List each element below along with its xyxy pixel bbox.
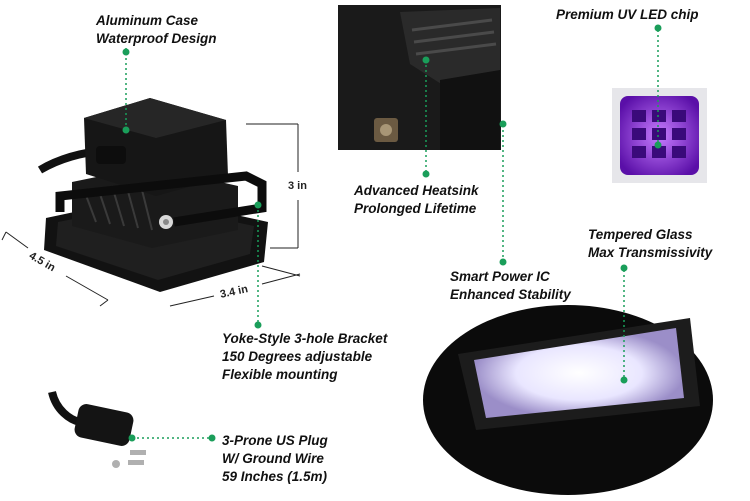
plug-line1: 3-Prone US Plug (222, 433, 328, 448)
bracket-label: Yoke-Style 3-hole Bracket 150 Degrees ad… (222, 330, 387, 384)
dimension-height: 3 in (288, 180, 307, 192)
smart-power-line2: Enhanced Stability (450, 287, 571, 302)
tempered-glass-line1: Tempered Glass (588, 227, 693, 242)
aluminum-case-line1: Aluminum Case (96, 13, 199, 28)
plug-line3: 59 Inches (1.5m) (222, 469, 328, 484)
bracket-line3: Flexible mounting (222, 367, 338, 382)
bracket-line2: 150 Degrees adjustable (222, 349, 373, 364)
uv-chip (612, 88, 707, 183)
premium-chip-line1: Premium UV LED chip (556, 7, 699, 22)
premium-chip-label: Premium UV LED chip (556, 6, 699, 24)
leader-lines (125, 25, 659, 439)
plug-label: 3-Prone US Plug W/ Ground Wire 59 Inches… (222, 432, 328, 486)
heatsink-closeup (338, 5, 501, 150)
aluminum-case-label: Aluminum Case Waterproof Design (96, 12, 217, 48)
us-plug (48, 390, 146, 468)
dimension-lines (1, 123, 301, 307)
leader-dots (122, 24, 662, 442)
heatsink-label: Advanced Heatsink Prolonged Lifetime (354, 182, 479, 218)
tempered-glass-closeup (423, 305, 713, 495)
smart-power-label: Smart Power IC Enhanced Stability (450, 268, 571, 304)
flood-light-product (37, 98, 268, 292)
bracket-line1: Yoke-Style 3-hole Bracket (222, 331, 388, 346)
plug-line2: W/ Ground Wire (222, 451, 324, 466)
heatsink-line1: Advanced Heatsink (354, 183, 479, 198)
aluminum-case-line2: Waterproof Design (96, 31, 217, 46)
tempered-glass-label: Tempered Glass Max Transmissivity (588, 226, 712, 262)
tempered-glass-line2: Max Transmissivity (588, 245, 713, 260)
heatsink-line2: Prolonged Lifetime (354, 201, 477, 216)
smart-power-line1: Smart Power IC (450, 269, 550, 284)
